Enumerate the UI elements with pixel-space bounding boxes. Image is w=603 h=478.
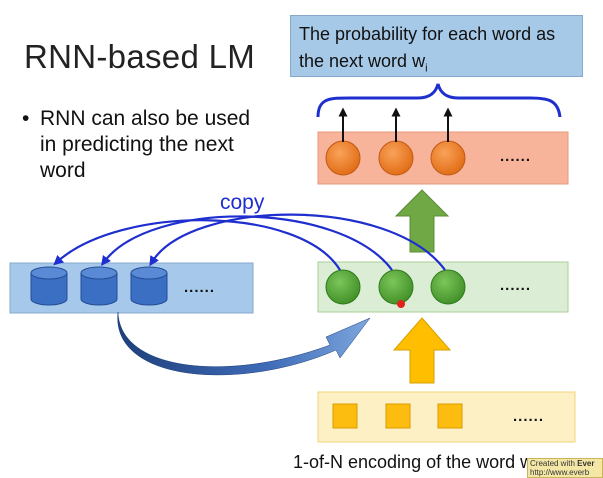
hidden-ellipsis: ...... [500, 277, 532, 294]
output-probability-text: The probability for each word as the nex… [299, 21, 584, 83]
input-square [385, 403, 411, 429]
input-square [437, 403, 463, 429]
memory-cylinder [80, 266, 118, 306]
copy-arrow [149, 213, 446, 271]
hidden-node [378, 269, 414, 305]
output-brace [316, 83, 562, 118]
watermark-url: http://www.everb [530, 468, 590, 477]
watermark-prefix: Created with [530, 459, 578, 468]
memory-cylinder [130, 266, 168, 306]
bullet-dot: • [22, 107, 30, 130]
input-ellipsis: ...... [513, 408, 545, 425]
copy-label: copy [220, 191, 265, 214]
slide-title: RNN-based LM [24, 38, 256, 75]
input-square [332, 403, 358, 429]
memory-cylinder [30, 266, 68, 306]
watermark: Created with Ever http://www.everb [527, 458, 603, 478]
input-caption: 1-of-N encoding of the word wi-1 [293, 452, 545, 476]
output-node [378, 140, 414, 176]
cursor-dot [397, 300, 405, 308]
output-probability-label: The probability for each word as the nex… [299, 24, 556, 71]
copy-arrow [53, 219, 341, 271]
output-ellipsis: ...... [500, 148, 532, 165]
input-caption-text: 1-of-N encoding of the word w [293, 452, 534, 472]
output-node [430, 140, 466, 176]
bullet-text: RNN can also be used in predicting the n… [40, 107, 251, 182]
hidden-to-output-arrow [394, 189, 450, 253]
input-to-hidden-arrow [392, 317, 452, 384]
hidden-node [430, 269, 466, 305]
output-node [325, 140, 361, 176]
feedback-arrow [117, 311, 371, 376]
output-probability-box: The probability for each word as the nex… [290, 15, 583, 77]
memory-ellipsis: ...... [184, 279, 216, 296]
output-probability-subscript: i [425, 62, 428, 75]
hidden-node [325, 269, 361, 305]
watermark-brand: Ever [577, 459, 595, 468]
